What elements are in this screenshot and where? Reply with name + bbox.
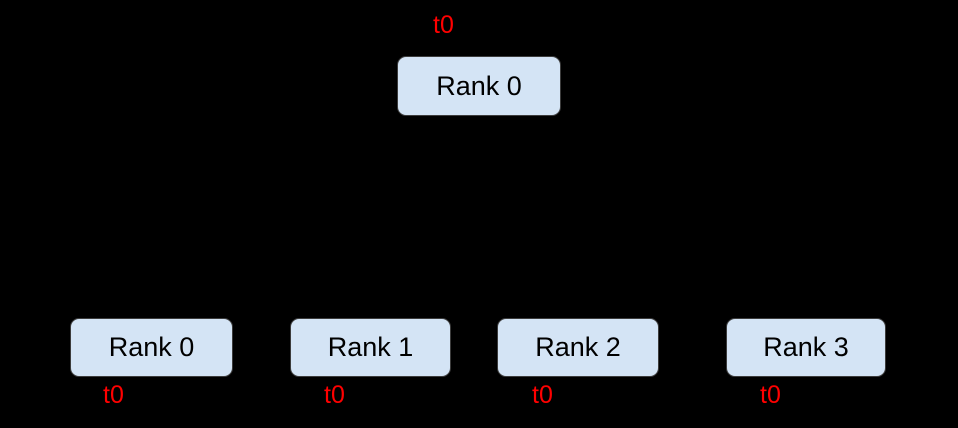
bottom-rank-1-tick-label: t0 xyxy=(324,381,345,409)
bottom-rank-0-tick-label: t0 xyxy=(103,381,124,409)
bottom-rank-0-box[interactable]: Rank 0 xyxy=(70,318,233,377)
bottom-rank-1-box[interactable]: Rank 1 xyxy=(290,318,451,377)
top-rank-0-box[interactable]: Rank 0 xyxy=(397,56,561,116)
bottom-rank-2-tick-label: t0 xyxy=(532,381,553,409)
bottom-rank-2-box[interactable]: Rank 2 xyxy=(497,318,659,377)
bottom-rank-3-tick-label: t0 xyxy=(760,381,781,409)
bottom-rank-3-box[interactable]: Rank 3 xyxy=(726,318,886,377)
top-rank-0-tick-label: t0 xyxy=(433,11,454,39)
